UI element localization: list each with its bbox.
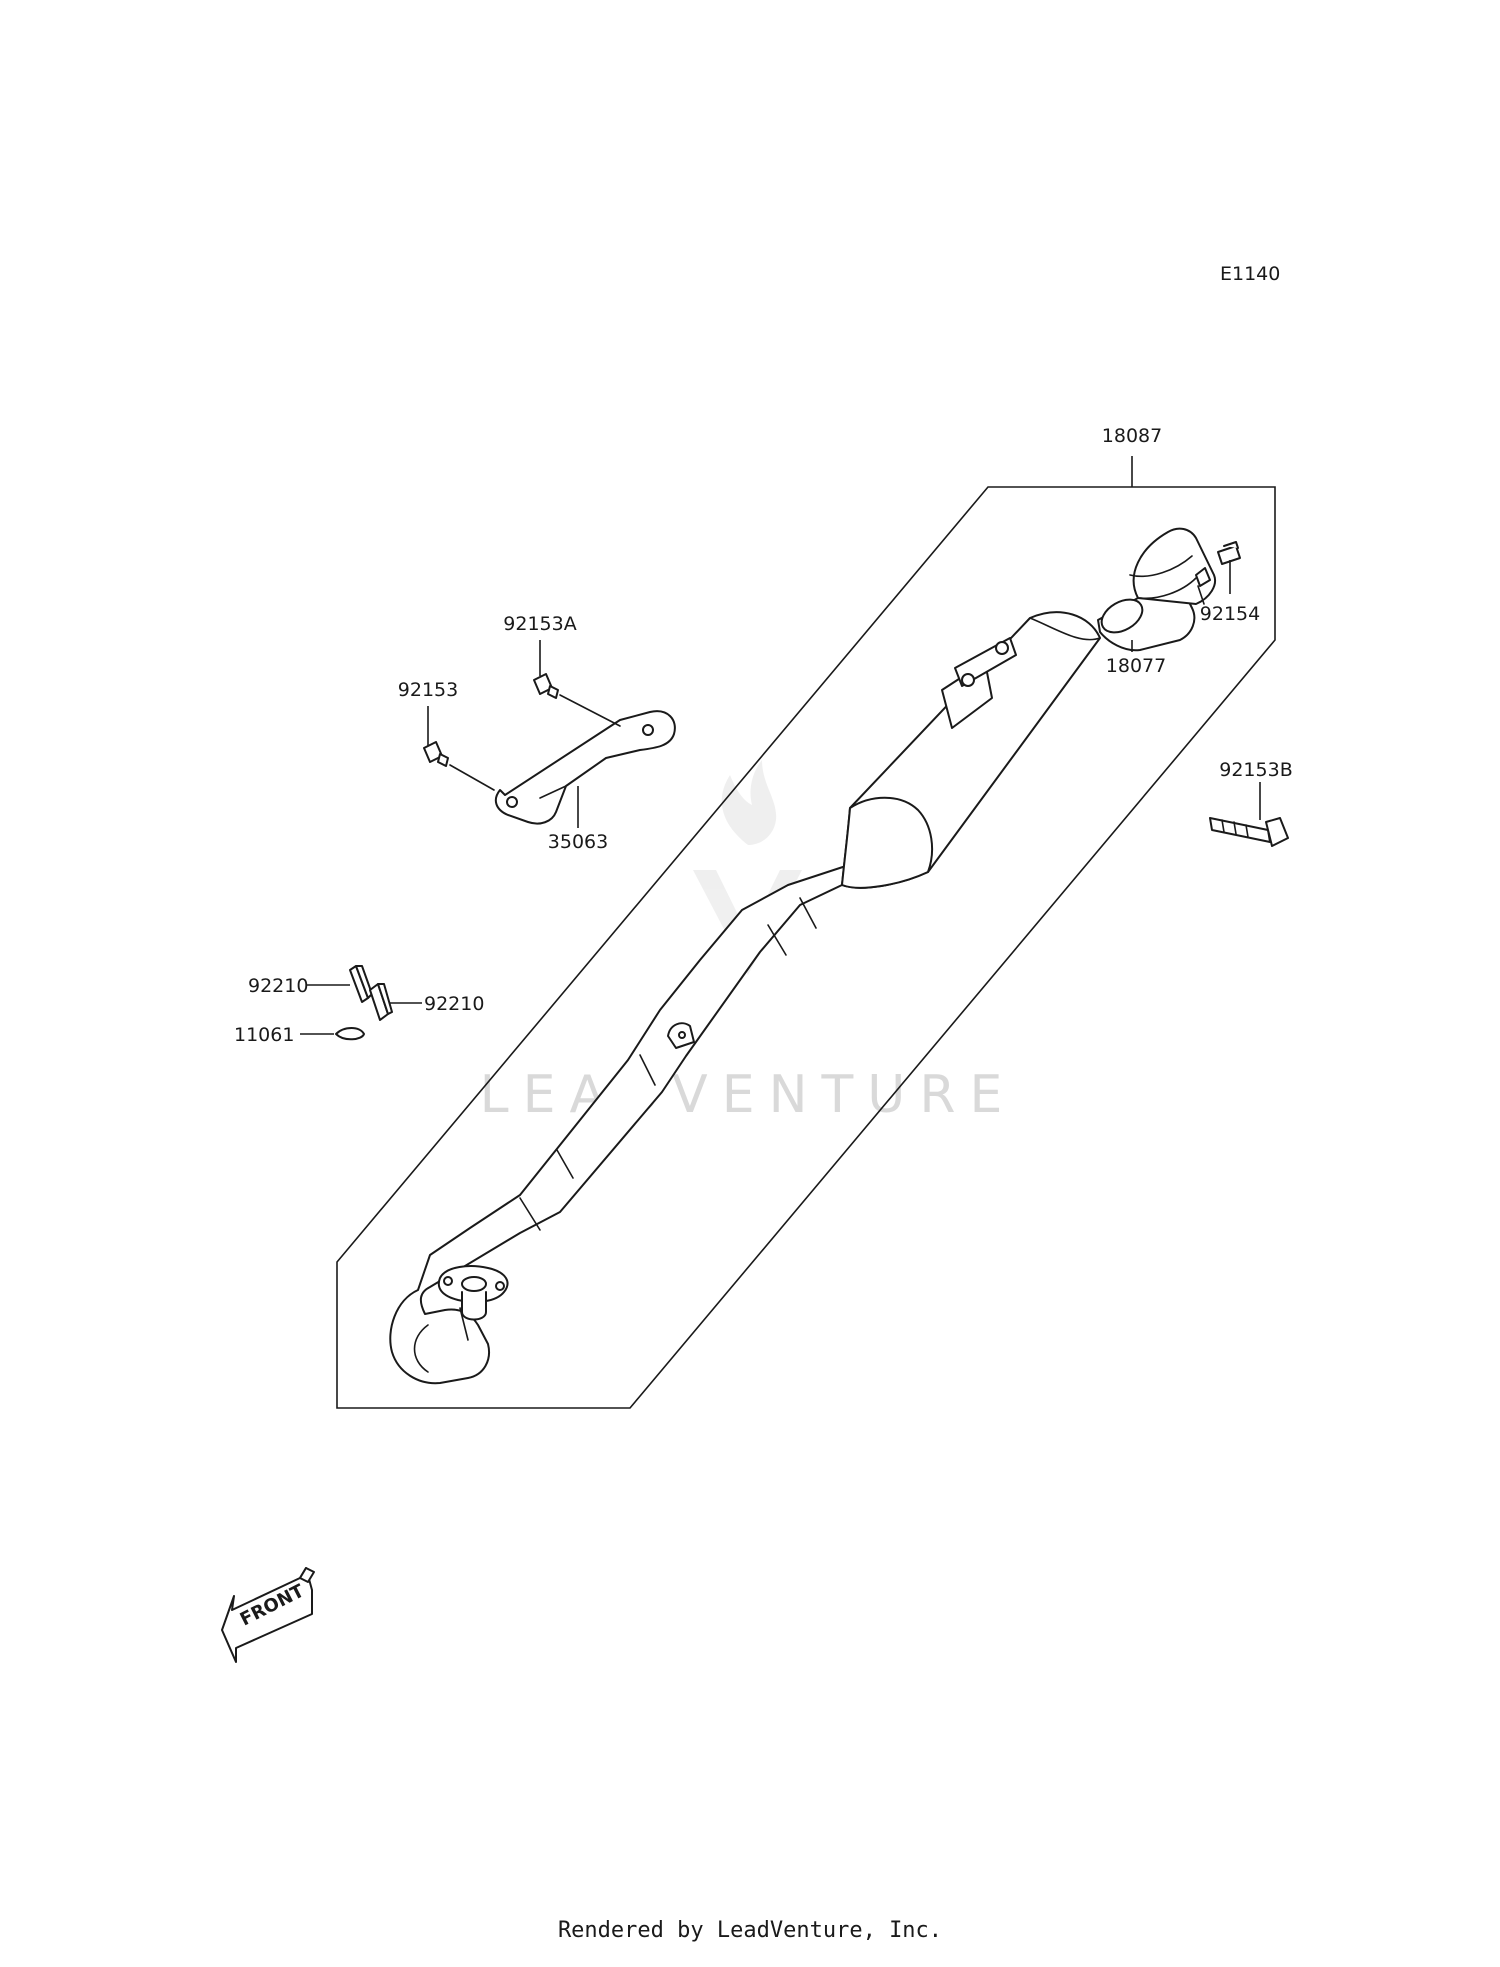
watermark: LEADVENTURE [480, 760, 1017, 1125]
bracket-bolt [423, 741, 495, 791]
clip-2 [369, 983, 393, 1021]
callout-92210-a: 92210 [248, 975, 308, 997]
callout-18087: 18087 [1102, 425, 1162, 447]
diagram-id: E1140 [1220, 263, 1280, 285]
callout-92210-b: 92210 [424, 993, 484, 1015]
tail-bolt [1217, 541, 1241, 565]
clip-1 [349, 965, 373, 1003]
front-arrow-icon: FRONT [221, 1567, 315, 1663]
callout-11061: 11061 [234, 1024, 294, 1046]
bracket-bolt-a [533, 673, 621, 727]
assembly-outline [336, 486, 1276, 1409]
callout-35063: 35063 [548, 831, 608, 853]
muffler-body [841, 611, 1101, 889]
callout-18077: 18077 [1106, 655, 1166, 677]
side-bolt [1209, 817, 1289, 847]
footer-credit: Rendered by LeadVenture, Inc. [557, 1918, 943, 1943]
callout-92154: 92154 [1200, 603, 1260, 625]
watermark-text: LEADVENTURE [480, 1065, 1017, 1125]
muffler-tail [1097, 527, 1216, 652]
muffler-bracket [494, 710, 676, 825]
rivet [335, 1027, 365, 1041]
callout-92153A: 92153A [503, 613, 576, 635]
callout-92153: 92153 [398, 679, 458, 701]
callout-92153B: 92153B [1219, 759, 1292, 781]
exhaust-pipe [389, 861, 859, 1385]
